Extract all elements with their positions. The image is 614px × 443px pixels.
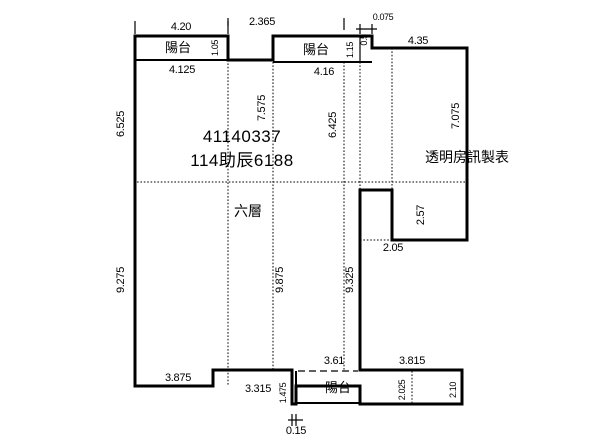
dim-bottom-mid-width: 3.315 <box>245 383 271 395</box>
balcony-label-top-left: 陽台 <box>165 41 191 56</box>
dim-bottom-right-depth: 2.10 <box>448 382 458 398</box>
dimension-ticks <box>134 18 377 426</box>
dim-bottom-balcony-top-width: 3.61 <box>324 355 344 367</box>
balcony-label-bottom: 陽台 <box>325 381 351 396</box>
dim-bottom-right-width: 3.815 <box>399 355 425 367</box>
dim-left-lower-height: 9.275 <box>115 267 127 293</box>
dim-right-height: 7.075 <box>450 103 462 129</box>
dim-bottom-left-width: 3.875 <box>165 372 191 384</box>
dim-room-mid-top-width: 4.16 <box>314 66 334 78</box>
dim-mid-upper-height: 7.575 <box>256 95 268 121</box>
outer-wall-outline <box>133 34 469 406</box>
dim-left-upper-height: 6.525 <box>115 111 127 137</box>
dim-top-gap: 2.365 <box>249 16 275 28</box>
dim-balcony-left-depth: 1.05 <box>210 40 220 56</box>
floor-label: 六層 <box>234 204 262 220</box>
dim-bottom-notch-width: 0.15 <box>286 425 306 437</box>
drawing-id: 41140337 <box>203 127 281 146</box>
dim-top-right-width: 4.35 <box>408 35 428 47</box>
balcony-bottom-wall <box>295 371 360 404</box>
dim-top-small-right: 0.075 <box>373 12 394 22</box>
dim-balcony-right-depth: 1.15 <box>345 42 355 58</box>
dim-step-right-height: 2.57 <box>415 205 427 225</box>
producer-credit: 透明房訊製表 <box>425 150 509 166</box>
dim-step-right-width: 2.05 <box>383 242 403 254</box>
dim-mid-right-lower-height: 9.325 <box>344 267 356 293</box>
dim-bottom-notch-height: 1.475 <box>278 382 288 403</box>
dim-bottom-balcony-depth: 2.025 <box>397 379 407 400</box>
balcony-label-top-right: 陽台 <box>303 43 329 58</box>
dim-room-left-top-width: 4.125 <box>169 64 195 76</box>
dim-top-balcony-left-width: 4.20 <box>171 21 191 33</box>
dim-mid-right-upper-height: 6.425 <box>327 112 339 138</box>
dim-balcony-right-small: 0.5 <box>359 34 369 46</box>
dim-mid-lower-height: 9.875 <box>274 267 286 293</box>
drawing-case-no: 114助辰6188 <box>190 151 293 170</box>
